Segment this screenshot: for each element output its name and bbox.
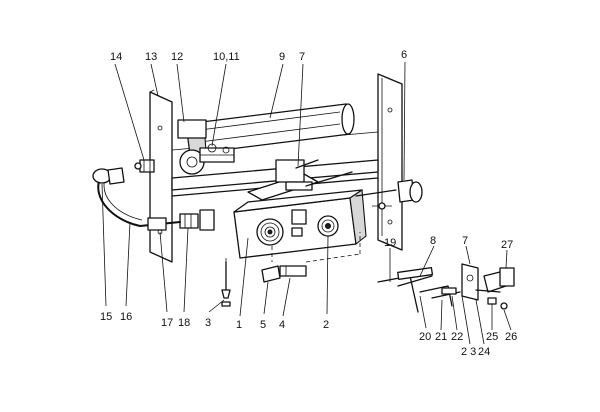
leader-lines (101, 61, 512, 345)
callout-14: 14 (110, 51, 122, 63)
callout-6: 6 (401, 49, 407, 61)
callout-22: 22 (451, 331, 463, 343)
thermostat-lever (247, 159, 353, 201)
callout-labels: 14 13 12 10,11 9 7 6 15 16 17 18 3 1 5 4… (100, 49, 517, 358)
callout-7-detail: 7 (462, 235, 468, 247)
callout-23: 2 3 (461, 346, 476, 358)
callout-8: 8 (430, 235, 436, 247)
temperature-knob (256, 218, 284, 246)
pilot-fitting (261, 265, 307, 283)
callout-18: 18 (178, 317, 190, 329)
electrode-bracket (177, 119, 235, 175)
gas-valve-body (233, 189, 367, 259)
callout-17: 17 (161, 317, 173, 329)
assembly-guides (225, 232, 361, 264)
burner-tube (185, 103, 355, 155)
callout-2: 2 (323, 319, 329, 331)
callout-25: 25 (486, 331, 498, 343)
control-knob (317, 215, 339, 237)
callout-24: 24 (478, 346, 490, 358)
gas-supply-pipe (92, 167, 181, 231)
callout-7-main: 7 (299, 51, 305, 63)
callout-4: 4 (279, 319, 285, 331)
injector-nozzle (221, 261, 231, 307)
callout-12: 12 (171, 51, 183, 63)
right-shaft-fitting (355, 179, 423, 210)
callout-9: 9 (279, 51, 285, 63)
callout-13: 13 (145, 51, 157, 63)
callout-19: 19 (384, 237, 396, 249)
callout-3: 3 (205, 317, 211, 329)
callout-20: 20 (419, 331, 431, 343)
callout-10-11: 10,11 (213, 51, 240, 63)
callout-16: 16 (120, 311, 132, 323)
lower-left-fitting (179, 209, 215, 231)
upper-left-fitting (134, 159, 155, 173)
callout-21: 21 (435, 331, 447, 343)
callout-15: 15 (100, 311, 112, 323)
pilot-burner-detail (377, 263, 515, 313)
callout-26: 26 (505, 331, 517, 343)
callout-5: 5 (260, 319, 266, 331)
left-side-plate (149, 89, 173, 263)
callout-27: 27 (501, 239, 513, 251)
callout-1: 1 (236, 319, 242, 331)
right-side-plate (377, 73, 403, 251)
